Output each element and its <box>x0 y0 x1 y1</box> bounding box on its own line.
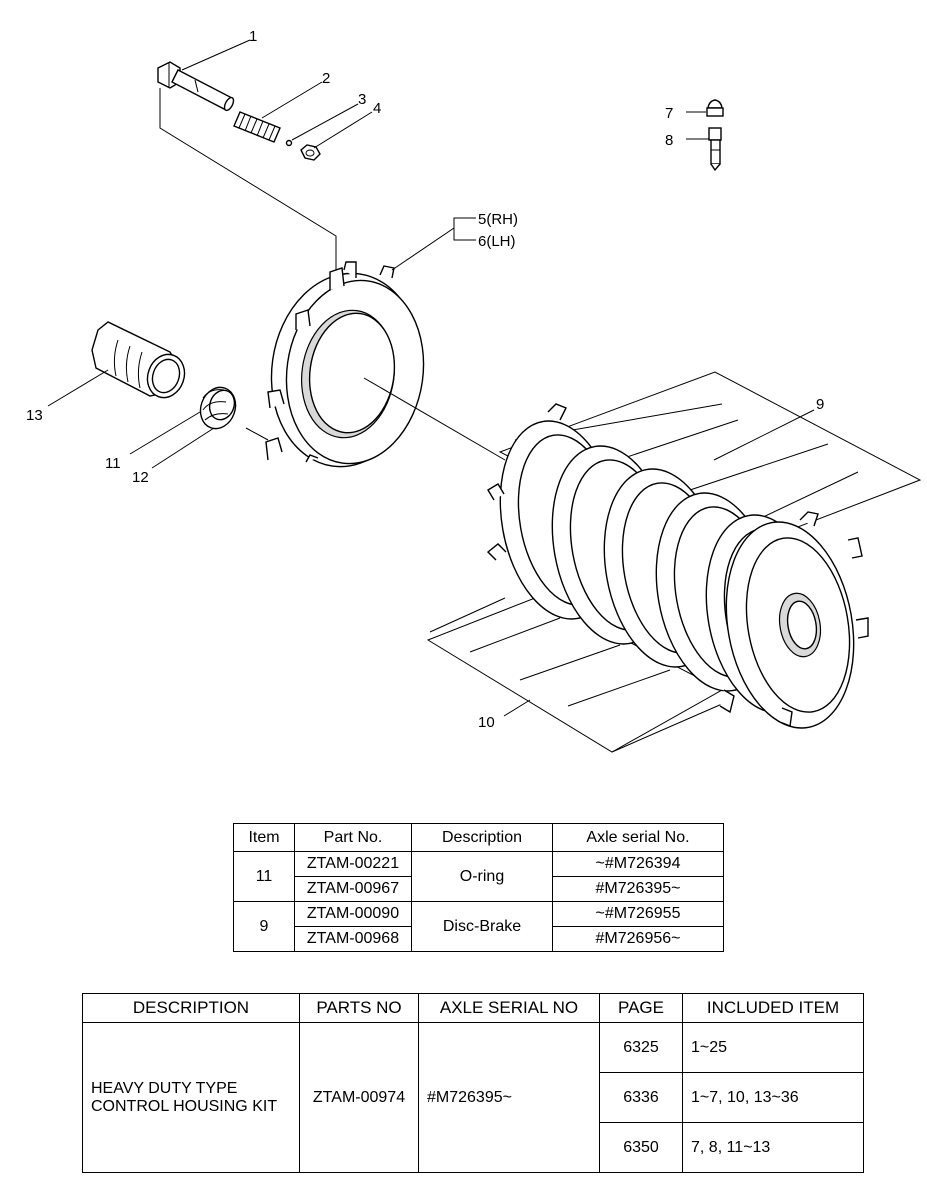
callout-11: 11 <box>105 455 121 472</box>
spring-part-2 <box>233 111 281 143</box>
table-row: HEAVY DUTY TYPE CONTROL HOUSING KIT ZTAM… <box>82 1022 864 1173</box>
column-header-page: PAGE <box>599 993 683 1023</box>
nut-part-4 <box>300 144 321 161</box>
cap-part-7 <box>706 99 724 117</box>
callout-13: 13 <box>26 407 43 424</box>
column-header-axle-serial: Axle serial No. <box>552 823 724 852</box>
axle-serial-table: Item Part No. Description Axle serial No… <box>233 823 724 952</box>
serial-cell: #M726956~ <box>552 926 724 952</box>
brake-plate-part-5-6 <box>265 261 425 468</box>
column-header-item: Item <box>233 823 295 852</box>
column-header-included-item: INCLUDED ITEM <box>682 993 864 1023</box>
part-no-cell: ZTAM-00090 <box>294 901 412 927</box>
callout-5: 5(RH) <box>478 211 518 228</box>
callout-7: 7 <box>665 105 673 122</box>
control-housing-kit-table: DESCRIPTION PARTS NO AXLE SERIAL NO PAGE… <box>82 993 864 1173</box>
bolt-part-1 <box>157 61 235 112</box>
description-cell: O-ring <box>411 851 553 902</box>
leader-lines <box>47 39 815 717</box>
kit-axle-serial-cell: #M726395~ <box>418 1022 600 1173</box>
callout-12: 12 <box>132 469 149 486</box>
kit-description-cell: HEAVY DUTY TYPE CONTROL HOUSING KIT <box>82 1022 300 1173</box>
serial-cell: #M726395~ <box>552 876 724 902</box>
callout-4: 4 <box>373 100 381 117</box>
serial-cell: ~#M726394 <box>552 851 724 877</box>
table-row: 9 ZTAM-00090 Disc-Brake ~#M726955 <box>233 901 724 952</box>
item-cell: 11 <box>233 851 295 902</box>
included-item-cell: 1~7, 10, 13~36 <box>682 1072 864 1123</box>
callout-6: 6(LH) <box>478 233 516 250</box>
table-row: ZTAM-00968 #M726956~ <box>234 926 724 952</box>
included-item-cell: 1~25 <box>682 1022 864 1073</box>
exploded-parts-diagram: 1 2 3 4 5(RH) 6(LH) 7 8 9 10 11 12 13 <box>26 28 922 753</box>
callout-2: 2 <box>322 70 330 87</box>
item-cell: 9 <box>233 901 295 952</box>
callout-9: 9 <box>816 396 824 413</box>
page-cell: 6336 <box>599 1072 683 1123</box>
callout-8: 8 <box>665 132 673 149</box>
sleeve-part-13 <box>91 321 186 399</box>
callout-1: 1 <box>249 28 257 45</box>
callout-10: 10 <box>478 714 495 731</box>
column-header-description: Description <box>411 823 553 852</box>
pin-part-8 <box>708 127 722 172</box>
o-ring-part-11-12 <box>199 386 237 430</box>
part-no-cell: ZTAM-00967 <box>294 876 412 902</box>
column-header-description: DESCRIPTION <box>82 993 300 1023</box>
part-no-cell: ZTAM-00221 <box>294 851 412 877</box>
serial-cell: ~#M726955 <box>552 901 724 927</box>
disc-brake-stack-part-9-10 <box>426 371 922 753</box>
table-row: 6350 7, 8, 11~13 <box>83 1122 864 1173</box>
callout-labels: 1 2 3 4 5(RH) 6(LH) 7 8 9 10 11 12 13 <box>26 28 824 731</box>
table-row: 11 ZTAM-00221 O-ring ~#M726394 <box>233 851 724 902</box>
included-item-cell: 7, 8, 11~13 <box>682 1122 864 1173</box>
callout-3: 3 <box>358 91 366 108</box>
washer-part-3 <box>285 139 293 147</box>
kit-parts-no-cell: ZTAM-00974 <box>299 1022 419 1173</box>
column-header-part-no: Part No. <box>294 823 412 852</box>
table-row: 6336 1~7, 10, 13~36 <box>83 1072 864 1123</box>
part-no-cell: ZTAM-00968 <box>294 926 412 952</box>
page-cell: 6350 <box>599 1122 683 1173</box>
table-row: ZTAM-00967 #M726395~ <box>234 876 724 902</box>
page-cell: 6325 <box>599 1022 683 1073</box>
column-header-parts-no: PARTS NO <box>299 993 419 1023</box>
description-cell: Disc-Brake <box>411 901 553 952</box>
column-header-axle-serial: AXLE SERIAL NO <box>418 993 600 1023</box>
